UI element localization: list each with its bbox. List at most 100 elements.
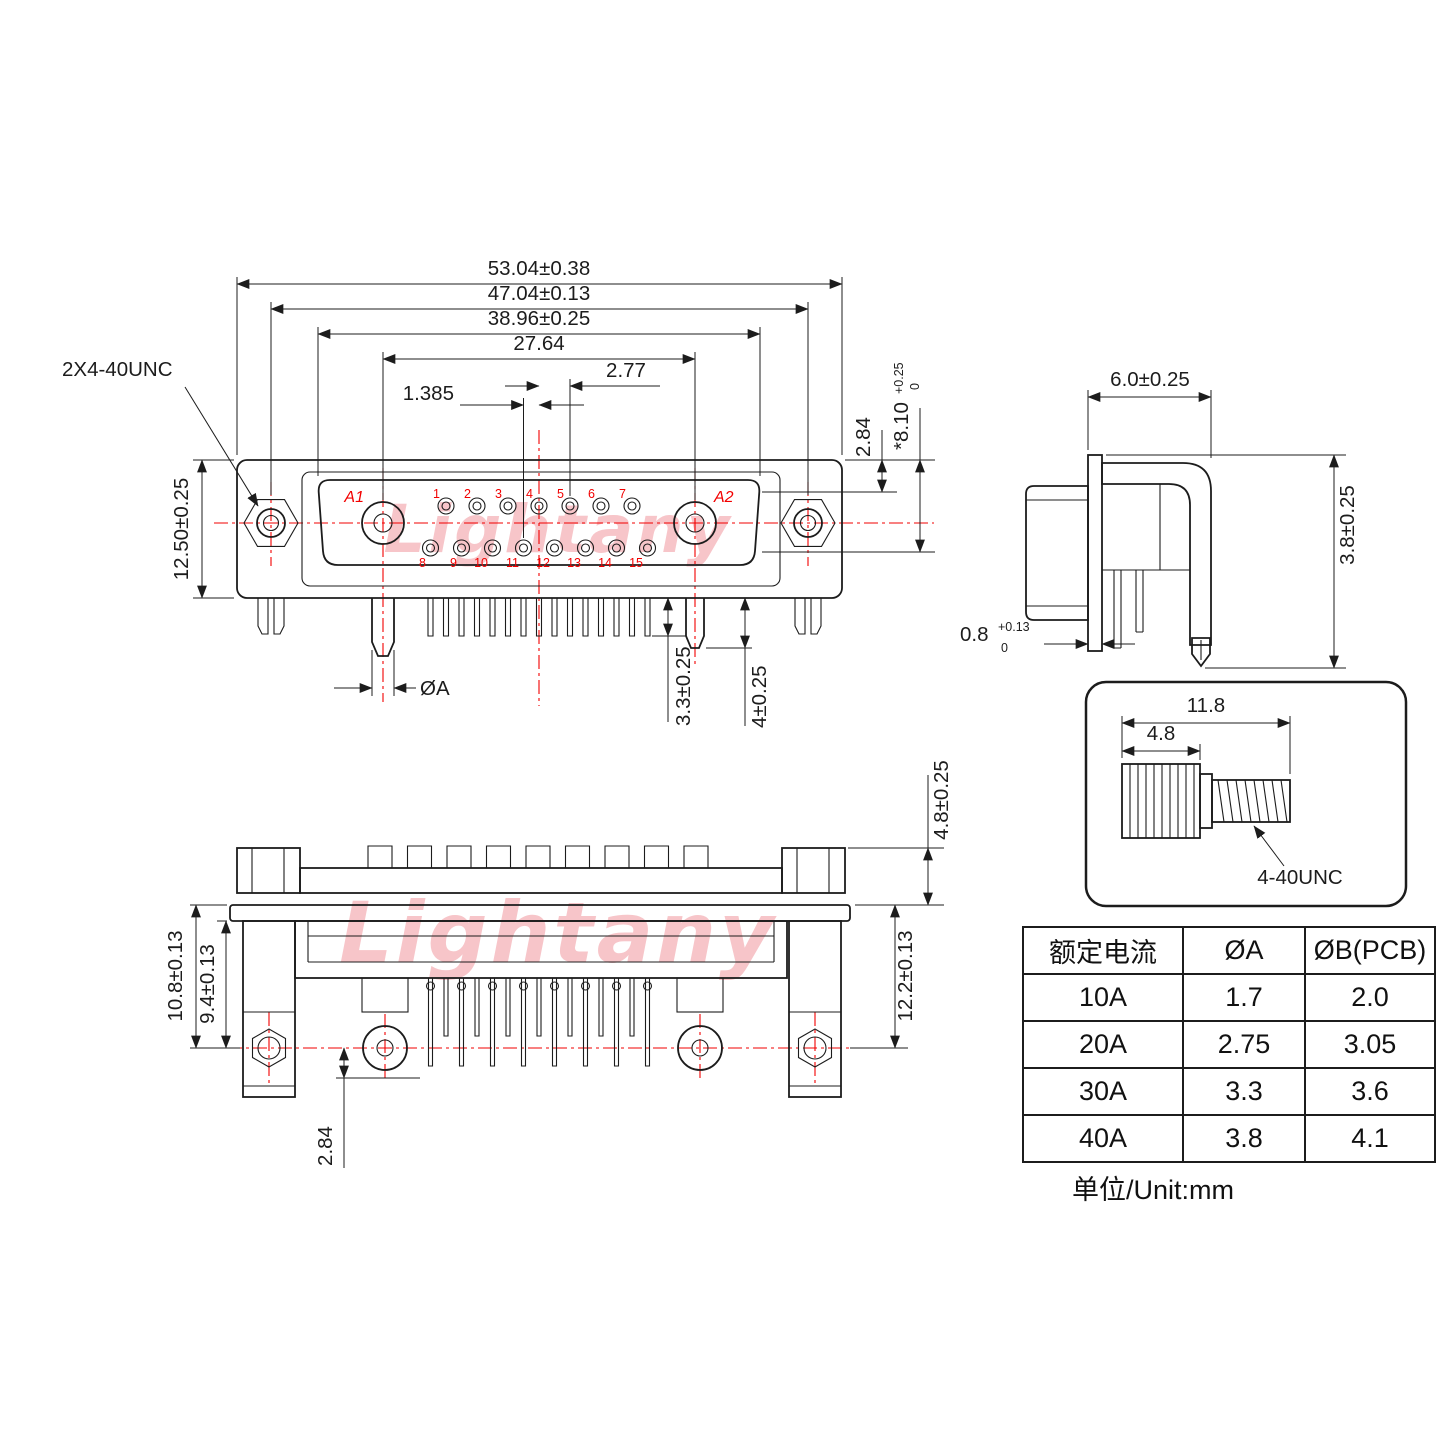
boardlock-ring-left bbox=[362, 1025, 408, 1071]
dim-row-spacing: 2.84 bbox=[852, 417, 875, 457]
standoff-column-right bbox=[788, 920, 842, 1098]
boardlock-ring-right bbox=[677, 1025, 723, 1071]
bottom-view: 10.8±0.13 9.4±0.13 4.8±0.25 12.2±0.13 2.… bbox=[164, 760, 953, 1168]
table-cell: 3.8 bbox=[1182, 1114, 1306, 1163]
pin-number: 3 bbox=[495, 487, 502, 501]
power-contact-a1 bbox=[361, 501, 405, 545]
screw-detail: 11.8 4.8 4-40UNC bbox=[1084, 680, 1408, 908]
table-cell: 10A bbox=[1022, 973, 1184, 1022]
table-cell: 3.3 bbox=[1182, 1067, 1306, 1116]
dim-overall-width: 53.04±0.38 bbox=[488, 257, 590, 280]
svg-text:*8.10: *8.10 bbox=[890, 402, 913, 450]
table-header-rated-current: 额定电流 bbox=[1022, 926, 1184, 975]
dim-lock-offset: 12.2±0.13 bbox=[894, 930, 917, 1021]
right-angle-bracket bbox=[1101, 462, 1212, 646]
hex-screw-left bbox=[251, 1028, 287, 1068]
pin-tails-short bbox=[443, 978, 635, 1037]
table-cell: 20A bbox=[1022, 1020, 1184, 1069]
pin-number: 4 bbox=[526, 487, 533, 501]
table-cell: 3.05 bbox=[1304, 1020, 1436, 1069]
table-row: 40A 3.8 4.1 bbox=[1022, 1114, 1436, 1163]
dim-tail-len-small: 3.3±0.25 bbox=[672, 646, 695, 726]
dim-pin-dia: ØA bbox=[420, 677, 450, 700]
centerlines-locks bbox=[268, 1012, 816, 1084]
spec-table: 额定电流 ØA ØB(PCB) 10A 1.7 2.0 20A 2.75 3.0… bbox=[1022, 926, 1436, 1163]
dim-pin-pitch: 2.77 bbox=[606, 359, 646, 382]
dim-tail-len-power: 4±0.25 bbox=[748, 665, 771, 728]
pins-side bbox=[1113, 570, 1144, 649]
boardlock-left bbox=[257, 598, 285, 635]
detail-box bbox=[1084, 680, 1408, 908]
table-row: 10A 1.7 2.0 bbox=[1022, 973, 1436, 1022]
hex-screw-right bbox=[797, 1028, 833, 1068]
signal-pins-bottom-row bbox=[421, 539, 657, 557]
table-cell: 4.1 bbox=[1304, 1114, 1436, 1163]
table-cell: 2.0 bbox=[1304, 973, 1436, 1022]
table-cell: 3.6 bbox=[1304, 1067, 1436, 1116]
pin-number: 10 bbox=[474, 556, 488, 570]
front-view-dimensions: 2X4-40UNC 53.04±0.38 47.04±0.13 38.96±0.… bbox=[62, 257, 935, 728]
screw-thread-label: 4-40UNC bbox=[1257, 866, 1343, 889]
dim-power-contact-spacing: 27.64 bbox=[513, 332, 564, 355]
boardlock-side bbox=[1191, 637, 1211, 668]
dim-flange-height: 12.50±0.25 bbox=[170, 478, 193, 580]
label-a1: A1 bbox=[343, 489, 364, 506]
watermark-text: Lightany bbox=[339, 884, 777, 982]
dim-shell-height: 4.8±0.25 bbox=[930, 760, 953, 840]
boardlock-right bbox=[794, 598, 822, 635]
pin-tails-long bbox=[427, 978, 651, 1067]
dim-body-depth: 6.0±0.25 bbox=[1110, 368, 1190, 391]
pin-number: 15 bbox=[629, 556, 643, 570]
pin-number: 14 bbox=[598, 556, 612, 570]
label-a2: A2 bbox=[713, 489, 734, 506]
power-contact-a2 bbox=[673, 501, 717, 545]
table-cell: 2.75 bbox=[1182, 1020, 1306, 1069]
front-view: 1 2 3 4 5 6 7 8 9 10 11 12 13 14 15 A1 A… bbox=[214, 430, 934, 706]
thread-callout: 2X4-40UNC bbox=[62, 358, 173, 381]
lock-ear-left bbox=[361, 977, 409, 1013]
a1-solder-tail bbox=[371, 598, 395, 657]
thread-hatch bbox=[1217, 779, 1288, 823]
pin-number: 6 bbox=[588, 487, 595, 501]
watermark-text: Lightany bbox=[383, 491, 732, 568]
pin-shoulders bbox=[425, 981, 653, 991]
signal-solder-tails bbox=[427, 598, 651, 637]
dim-hole-offset-inner: 9.4±0.13 bbox=[196, 944, 219, 1024]
dim-shell-width: 38.96±0.25 bbox=[488, 307, 590, 330]
screw-head bbox=[1121, 763, 1201, 839]
cavity-bumps bbox=[367, 845, 709, 868]
lock-ear-right bbox=[676, 977, 724, 1013]
hex-nut-left bbox=[243, 499, 299, 547]
side-view: 6.0±0.25 3.8±0.25 0.8 +0.13 0 bbox=[960, 368, 1359, 669]
body-outline bbox=[301, 471, 781, 587]
pin-number: 5 bbox=[557, 487, 564, 501]
pin-number: 7 bbox=[619, 487, 626, 501]
pin-number: 1 bbox=[433, 487, 440, 501]
flange-outline bbox=[236, 459, 843, 599]
svg-text:+0.25: +0.25 bbox=[892, 362, 906, 394]
standoff-column-left bbox=[242, 920, 296, 1098]
flange-side bbox=[1087, 454, 1103, 652]
dim-hole-offset-outer: 10.8±0.13 bbox=[164, 930, 187, 1021]
dim-depth: *8.10 +0.25 0 bbox=[890, 362, 922, 450]
d-shell-outline bbox=[317, 479, 761, 566]
dim-flange-tol-plus: +0.13 bbox=[998, 620, 1030, 634]
dim-mount-hole-spacing: 47.04±0.13 bbox=[488, 282, 590, 305]
table-header-dia-a: ØA bbox=[1182, 926, 1306, 975]
screw-neck bbox=[1199, 773, 1213, 829]
dim-flange-thickness: 0.8 bbox=[960, 623, 989, 646]
table-row: 30A 3.3 3.6 bbox=[1022, 1067, 1436, 1116]
screw-thread bbox=[1211, 779, 1291, 823]
knurl-lines bbox=[1129, 764, 1195, 838]
table-cell: 40A bbox=[1022, 1114, 1184, 1163]
hex-nut-right bbox=[780, 499, 836, 547]
hex-block-right bbox=[781, 847, 846, 894]
a2-solder-tail bbox=[685, 598, 705, 649]
signal-pins-top-row bbox=[437, 497, 641, 515]
pin-number: 9 bbox=[450, 556, 457, 570]
pin-number: 8 bbox=[419, 556, 426, 570]
table-cell: 30A bbox=[1022, 1067, 1184, 1116]
svg-text:0: 0 bbox=[908, 383, 922, 390]
